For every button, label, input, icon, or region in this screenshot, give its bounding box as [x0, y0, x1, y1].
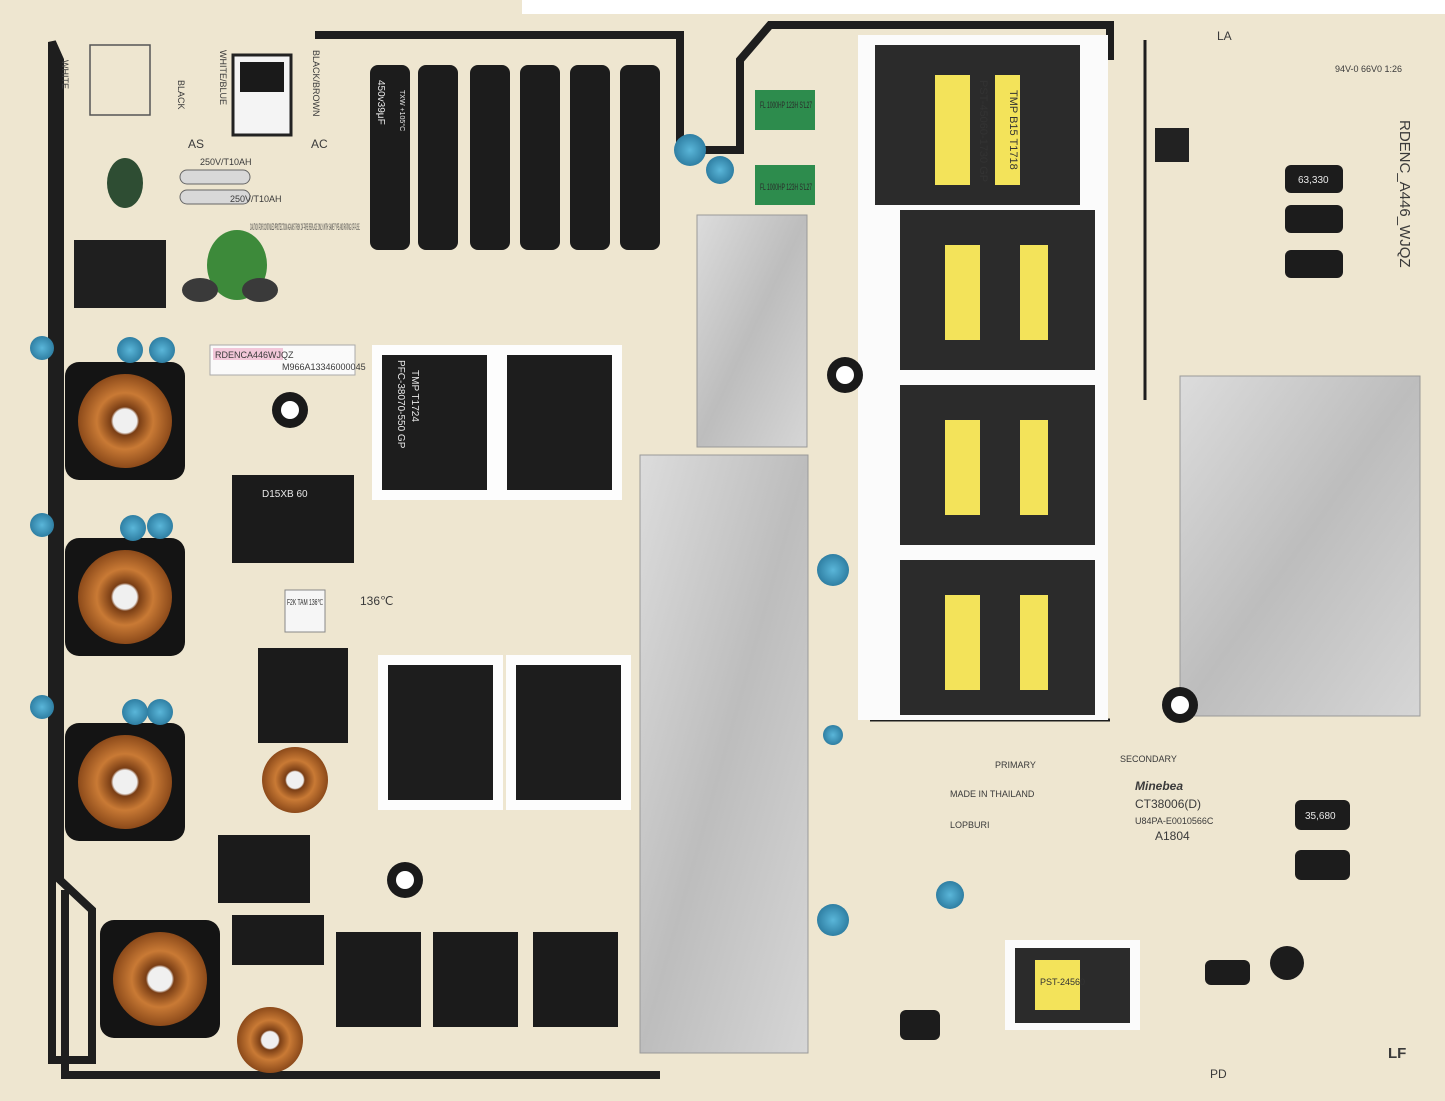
- pfc-inductor-l004: [506, 655, 631, 810]
- toroid-l009: [237, 1007, 303, 1073]
- pfc-inductor-l007: [378, 655, 503, 810]
- varistor: [107, 158, 143, 208]
- board-model: RDENC_A446_WJQZ: [1396, 120, 1413, 268]
- heatsink-hs201: [1179, 375, 1421, 717]
- sticker-label: RDENCA446WJQZ: [215, 350, 294, 360]
- sec-cap-63: 63,330: [1298, 175, 1329, 186]
- relay-label: F2K TAM 136℃: [287, 598, 323, 607]
- sec-cap-35: 35,680: [1305, 811, 1336, 822]
- pfc-label-1: PFC-38070-550 GP: [395, 360, 406, 449]
- relay: [258, 648, 348, 743]
- pfc-inductor-l005: [497, 345, 622, 500]
- serial-number: M966A13346000045: [282, 362, 366, 372]
- secondary-caps: [900, 165, 1350, 1040]
- transformer-t001: [875, 45, 1080, 205]
- choke-l006: [65, 723, 185, 841]
- wire-black-brown: BLACK/BROWN: [311, 50, 321, 117]
- cap-label: 450v39μF: [375, 80, 386, 125]
- transformer-date: TMP B15 T1718: [1007, 90, 1019, 170]
- fuse-f002-rating: 250V/T10AH: [200, 157, 252, 167]
- connector-label-la: LA: [1217, 29, 1232, 43]
- transformer-t003: [900, 385, 1095, 545]
- temp-mark: 136℃: [360, 594, 394, 608]
- film-cap-c021: [755, 90, 815, 130]
- part-number: CT38006(D): [1135, 797, 1201, 811]
- inductor-c010: [433, 932, 518, 1027]
- choke-l001: [65, 362, 185, 480]
- choke-l010: [100, 920, 220, 1038]
- bridge-rectifier: [232, 475, 354, 563]
- fuse-f001-rating: 250V/T10AH: [230, 194, 282, 204]
- transformer-t002: [900, 210, 1095, 370]
- pfc-inductor-l008: [372, 345, 497, 500]
- mounting-holes: [272, 357, 1198, 898]
- primary-label: PRIMARY: [995, 760, 1036, 770]
- caution-text: CAUTION FOR CONTINUED PROTECTION AGAINST…: [250, 222, 360, 232]
- cap-temp: TXW +105°C: [398, 90, 406, 131]
- connector-label-pd: PD: [1210, 1067, 1227, 1081]
- transformer-t005: [900, 560, 1095, 715]
- part-code: U84PA-E0010566C: [1135, 816, 1214, 826]
- cap-c012: [218, 835, 310, 903]
- made-in: MADE IN THAILAND: [950, 789, 1035, 799]
- pfc-date-1: TMP T1724: [409, 370, 420, 422]
- transformer-t004: [1005, 940, 1140, 1030]
- y-capacitors: [30, 134, 964, 936]
- wire-white: WHITE: [60, 60, 70, 89]
- connector-label-as: AS: [188, 137, 204, 151]
- choke-l002: [65, 538, 185, 656]
- location: LOPBURI: [950, 820, 990, 830]
- wire-white-blue: WHITE/BLUE: [218, 50, 228, 105]
- film-cap-c020-text: FL 1000HP 123H S'L27: [760, 182, 812, 192]
- cap-c003: [74, 240, 166, 308]
- connector-cn502: [89, 44, 151, 116]
- transformer-label: PST-45060-1730 GP: [977, 80, 989, 182]
- fuse-f001: [179, 189, 251, 205]
- toroid-l003: [262, 747, 328, 813]
- heatsink-hs102: [696, 214, 808, 448]
- heatsink-hs101: [639, 454, 809, 1054]
- bridge-label: D15XB 60: [262, 489, 308, 500]
- connector-label-ac: AC: [311, 137, 328, 151]
- transformer-small: PST-24560: [1040, 977, 1085, 987]
- fuse-f002: [179, 169, 251, 185]
- film-cap-c021-text: FL 1000HP 123H S'L27: [760, 100, 812, 110]
- bulk-capacitors: [370, 65, 660, 250]
- wire-black: BLACK: [176, 80, 186, 110]
- inductor-c009: [336, 932, 421, 1027]
- revision: A1804: [1155, 829, 1190, 843]
- lf-mark: LF: [1388, 1045, 1406, 1062]
- qr-code: [1155, 128, 1189, 162]
- trace-outline: [48, 40, 96, 1064]
- maker-logo: Minebea: [1135, 779, 1183, 793]
- inductor-c011: [533, 932, 618, 1027]
- secondary-label: SECONDARY: [1120, 754, 1177, 764]
- ul-mark: 94V-0 66V0 1:26: [1335, 64, 1402, 74]
- cap-c025: [232, 915, 324, 965]
- film-cap-c020: [755, 165, 815, 205]
